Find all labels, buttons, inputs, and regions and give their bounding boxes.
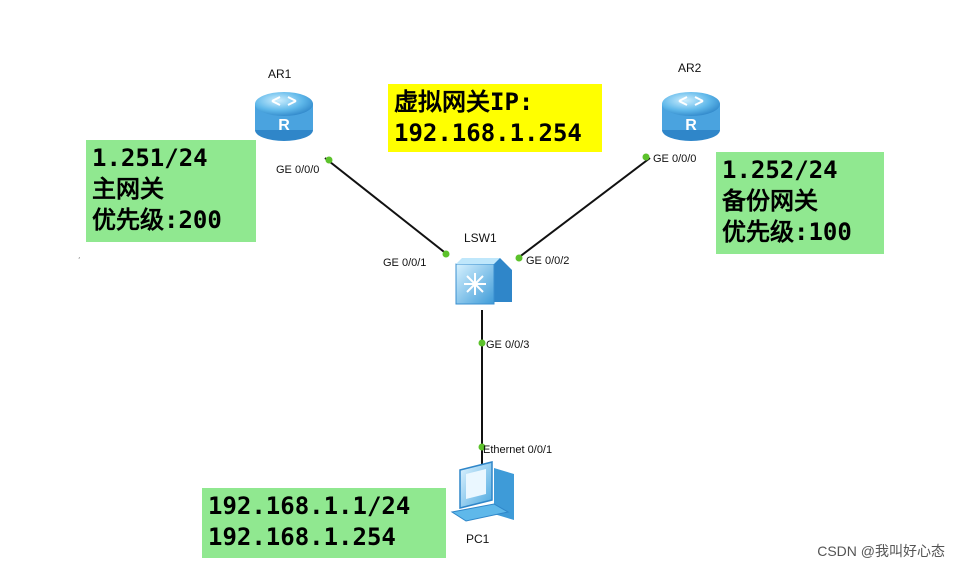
ar1-note-ip: 1.251/24 (92, 144, 208, 172)
router-icon: R (662, 92, 720, 141)
pc-icon (450, 461, 514, 522)
router-icon: R (255, 92, 313, 141)
lsw1-label: LSW1 (464, 231, 497, 245)
ar1-note: 1.251/24 主网关 优先级:200 (86, 140, 256, 242)
ar1-label: AR1 (268, 67, 292, 81)
ar2-port-label: GE 0/0/0 (653, 153, 696, 165)
ar1-port-label: GE 0/0/0 (276, 164, 319, 176)
link-ar2-lsw1 (517, 157, 651, 259)
ar1-note-role: 主网关 (92, 175, 164, 203)
ar2-note-role: 备份网关 (722, 187, 818, 215)
svg-text:R: R (685, 117, 697, 134)
lsw1-port1-label: GE 0/0/1 (383, 257, 426, 269)
ar2-note-ip: 1.252/24 (722, 156, 838, 184)
pc1-computer[interactable]: PC1 (450, 461, 514, 546)
lsw1-port3-label: GE 0/0/3 (486, 339, 529, 351)
vip-note: 虚拟网关IP: 192.168.1.254 (388, 84, 602, 152)
pc1-port-label: Ethernet 0/0/1 (483, 444, 552, 456)
link-port-dots (325, 153, 650, 451)
pc1-label: PC1 (466, 532, 490, 546)
edge-mark: , (78, 251, 81, 260)
link-ar1-lsw1 (324, 157, 449, 256)
ar2-label: AR2 (678, 61, 702, 75)
ar2-note: 1.252/24 备份网关 优先级:100 (716, 152, 884, 254)
vip-note-ip: 192.168.1.254 (394, 119, 582, 147)
switch-icon (455, 258, 512, 305)
lsw1-port2-label: GE 0/0/2 (526, 255, 569, 267)
svg-text:R: R (278, 117, 290, 134)
pc1-note-ip: 192.168.1.1/24 (208, 492, 411, 520)
ar1-note-priority: 优先级:200 (92, 206, 222, 234)
watermark: CSDN @我叫好心态 (817, 543, 945, 559)
ar1-router[interactable]: R AR1 (255, 67, 313, 141)
ar2-router[interactable]: R AR2 (662, 61, 720, 141)
vip-note-title: 虚拟网关IP: (394, 88, 534, 116)
pc1-note: 192.168.1.1/24 192.168.1.254 (202, 488, 446, 558)
ar2-note-priority: 优先级:100 (722, 218, 852, 246)
pc1-note-gateway: 192.168.1.254 (208, 523, 396, 551)
lsw1-switch[interactable]: LSW1 (455, 231, 512, 305)
